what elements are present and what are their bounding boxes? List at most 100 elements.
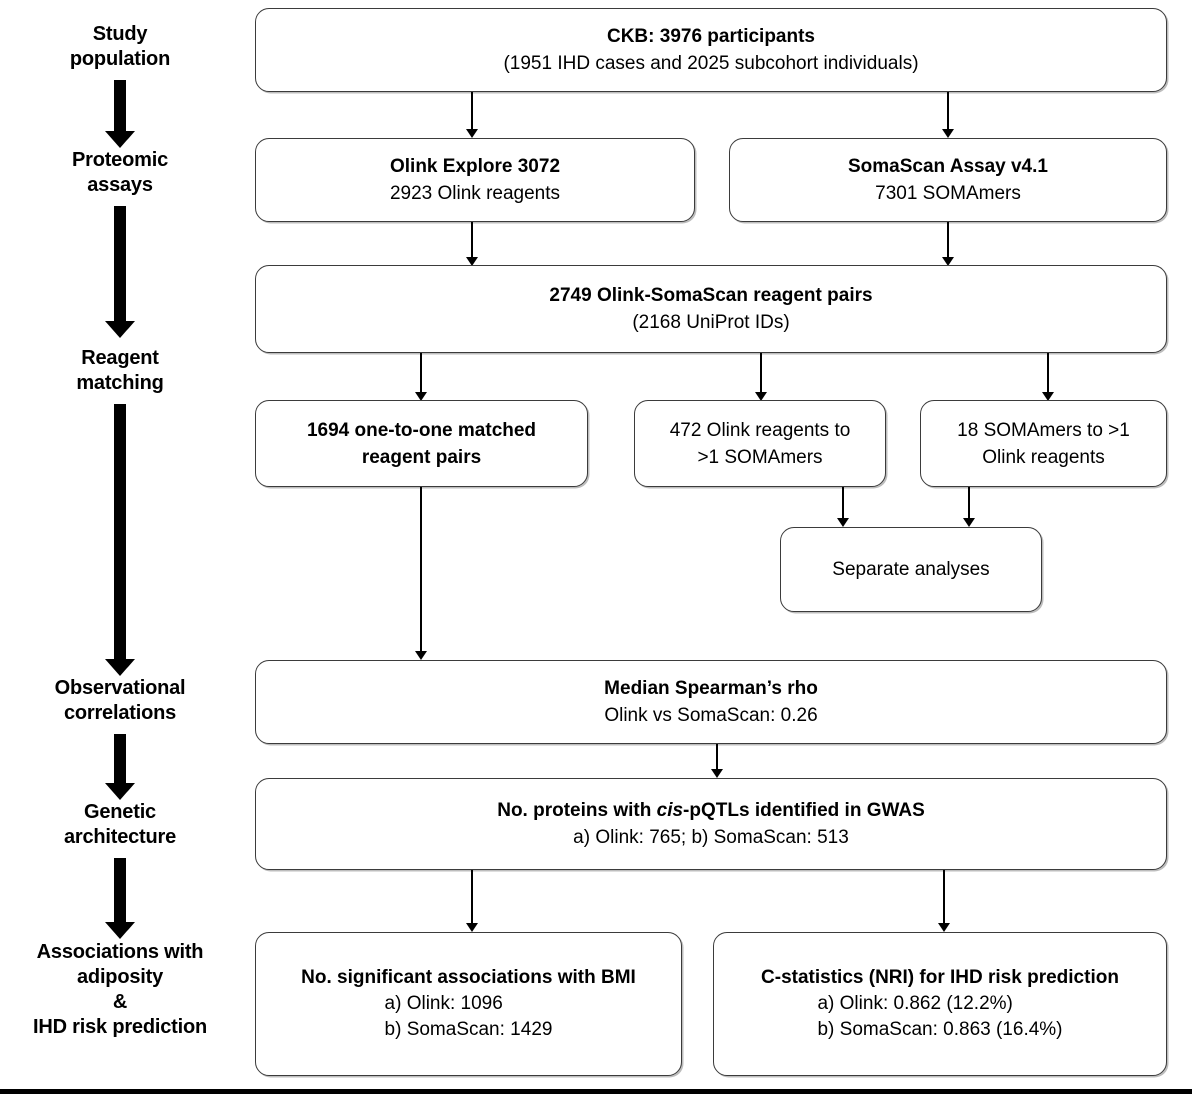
arrow-head	[105, 659, 135, 676]
box-line-primary: 1694 one-to-one matched	[306, 419, 537, 441]
stage-label-line: IHD risk prediction	[32, 1016, 207, 1038]
list-item: b) SomaScan: 0.863 (16.4%)	[817, 1019, 1063, 1040]
arrow-head	[1042, 392, 1054, 401]
box-median-spearman-rho[interactable]: Median Spearman’s rho Olink vs SomaScan:…	[255, 660, 1167, 744]
stage-label-observational-correlations: Observational correlations	[10, 676, 230, 726]
box-line-primary: 18 SOMAmers to >1	[957, 419, 1130, 441]
stage-label-line: Study	[92, 23, 148, 45]
box-cstatistics-ihd-risk[interactable]: C-statistics (NRI) for IHD risk predicti…	[713, 932, 1167, 1076]
arrow-shaft	[1047, 353, 1049, 392]
stage-arrow-study-to-proteomic	[100, 80, 140, 148]
box-one-to-one-matched-pairs[interactable]: 1694 one-to-one matched reagent pairs	[255, 400, 588, 487]
stage-label-study-population: Study population	[20, 22, 220, 72]
stage-label-proteomic-assays: Proteomic assays	[20, 148, 220, 198]
bmi-results-list: a) Olink: 1096 b) SomaScan: 1429	[385, 991, 553, 1043]
arrow-shaft	[968, 487, 970, 518]
box-line-primary: 2749 Olink-SomaScan reagent pairs	[549, 285, 873, 306]
arrow-head	[963, 518, 975, 527]
list-item: a) Olink: 1096	[384, 993, 503, 1014]
arrow-shaft	[716, 744, 718, 769]
connector-cis-pqtl-to-cstatistics	[938, 870, 950, 932]
stage-arrow-observational-to-genetic	[100, 734, 140, 800]
stage-label-line: Genetic	[84, 801, 156, 823]
box-line-primary: Median Spearman’s rho	[604, 678, 818, 699]
box-line-primary: Separate analyses	[832, 559, 990, 580]
box-line-secondary: a) Olink: 765; b) SomaScan: 513	[573, 827, 849, 848]
stage-label-line: Reagent	[81, 347, 159, 369]
connector-pairs-to-somamer-multi	[1042, 353, 1054, 401]
box-line-primary: No. proteins with cis-pQTLs identified i…	[497, 797, 925, 824]
box-line-primary: C-statistics (NRI) for IHD risk predicti…	[761, 967, 1119, 988]
connector-spearman-to-cis-pqtl	[711, 744, 723, 778]
connector-olink-to-reagent-pairs	[466, 222, 478, 266]
connector-ckb-to-somascan	[942, 92, 954, 138]
list-item: a) Olink: 0.862 (12.2%)	[817, 993, 1013, 1014]
arrow-head	[942, 257, 954, 266]
cstatistics-results-list: a) Olink: 0.862 (12.2%) b) SomaScan: 0.8…	[817, 991, 1062, 1043]
box-line-primary: CKB: 3976 participants	[606, 26, 815, 47]
stage-label-line: Observational	[54, 677, 186, 699]
box-line-primary: SomaScan Assay v4.1	[848, 156, 1048, 177]
stage-label-line: adiposity	[77, 966, 163, 988]
box-somascan-assay[interactable]: SomaScan Assay v4.1 7301 SOMAmers	[729, 138, 1167, 222]
arrow-shaft	[947, 92, 949, 129]
box-line-secondary: (1951 IHD cases and 2025 subcohort indiv…	[503, 53, 919, 74]
box-olink-reagents-to-multi-somamers[interactable]: 472 Olink reagents to >1 SOMAmers	[634, 400, 886, 487]
box-cis-pqtls-gwas[interactable]: No. proteins with cis-pQTLs identified i…	[255, 778, 1167, 870]
connector-pairs-to-one-to-one	[415, 353, 427, 401]
box-ckb-participants[interactable]: CKB: 3976 participants (1951 IHD cases a…	[255, 8, 1167, 92]
arrow-shaft	[760, 353, 762, 392]
arrow-shaft	[943, 870, 945, 923]
arrow-shaft	[114, 206, 126, 321]
box-line-secondary: >1 SOMAmers	[697, 446, 823, 468]
arrow-head	[415, 392, 427, 401]
box-separate-analyses[interactable]: Separate analyses	[780, 527, 1042, 612]
arrow-shaft	[471, 92, 473, 129]
box-somamers-to-multi-olink-reagents[interactable]: 18 SOMAmers to >1 Olink reagents	[920, 400, 1167, 487]
arrow-head	[105, 783, 135, 800]
box-line-secondary: 2923 Olink reagents	[389, 183, 561, 204]
arrow-shaft	[114, 404, 126, 659]
arrow-head	[711, 769, 723, 778]
connector-pairs-to-olink-multi	[755, 353, 767, 401]
cis-pqtl-text-pre: No. proteins with	[497, 800, 657, 821]
arrow-head	[942, 129, 954, 138]
connector-cis-pqtl-to-bmi-associations	[466, 870, 478, 932]
arrow-shaft	[471, 222, 473, 257]
arrow-head	[415, 651, 427, 660]
stage-label-line: &	[112, 991, 128, 1013]
stage-label-genetic-architecture: Genetic architecture	[10, 800, 230, 850]
connector-olink-multi-to-separate-analyses	[837, 487, 849, 527]
box-bmi-associations[interactable]: No. significant associations with BMI a)…	[255, 932, 682, 1076]
stage-label-associations-adiposity-ihd: Associations with adiposity & IHD risk p…	[2, 940, 238, 1040]
arrow-shaft	[114, 734, 126, 783]
box-line-primary: 472 Olink reagents to	[669, 419, 851, 441]
box-line-secondary: (2168 UniProt IDs)	[632, 312, 790, 333]
figure-bottom-rule	[0, 1089, 1192, 1094]
cis-pqtl-text-post: -pQTLs identified in GWAS	[683, 800, 925, 821]
box-reagent-pairs[interactable]: 2749 Olink-SomaScan reagent pairs (2168 …	[255, 265, 1167, 353]
arrow-shaft	[114, 858, 126, 922]
arrow-head	[755, 392, 767, 401]
stage-label-line: Proteomic	[71, 149, 168, 171]
stage-label-line: assays	[87, 174, 153, 196]
box-olink-explore-assay[interactable]: Olink Explore 3072 2923 Olink reagents	[255, 138, 695, 222]
arrow-head	[105, 131, 135, 148]
box-line-secondary: Olink vs SomaScan: 0.26	[604, 705, 818, 726]
box-line-secondary: 7301 SOMAmers	[875, 183, 1021, 204]
stage-arrow-reagent-to-observational	[100, 404, 140, 676]
box-line-primary: No. significant associations with BMI	[301, 967, 636, 988]
connector-somamer-multi-to-separate-analyses	[963, 487, 975, 527]
connector-somascan-to-reagent-pairs	[942, 222, 954, 266]
stage-label-line: architecture	[63, 826, 177, 848]
arrow-head	[938, 923, 950, 932]
connector-one-to-one-to-spearman	[415, 487, 427, 660]
arrow-head	[466, 923, 478, 932]
arrow-shaft	[842, 487, 844, 518]
box-line-secondary: reagent pairs	[361, 446, 482, 468]
arrow-shaft	[114, 80, 126, 131]
stage-label-line: correlations	[63, 702, 177, 724]
arrow-head	[837, 518, 849, 527]
arrow-shaft	[420, 487, 422, 651]
